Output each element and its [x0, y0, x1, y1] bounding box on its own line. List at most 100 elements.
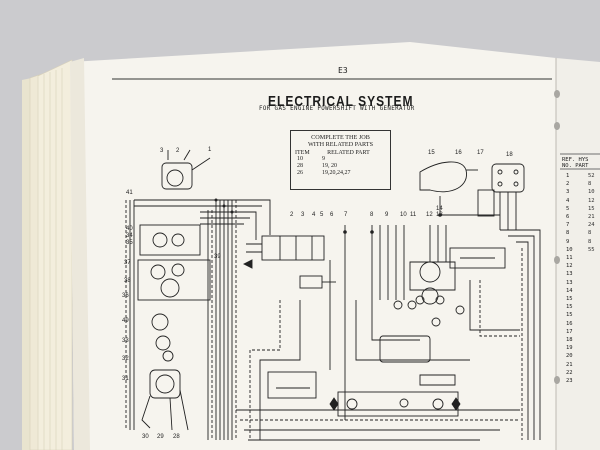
- ref-part-fragment: 52: [588, 173, 595, 179]
- ref-number: 18: [566, 337, 573, 344]
- ref-part-fragment: [588, 336, 595, 344]
- ref-part-fragment: [588, 328, 595, 336]
- ref-number: 13: [566, 271, 573, 278]
- ref-part-fragment: [588, 344, 595, 352]
- ref-part-fragment: 8: [588, 181, 592, 188]
- callout-18: 18: [506, 152, 513, 158]
- ref-part-fragment: 24: [588, 222, 595, 229]
- ref-number: 14: [566, 287, 573, 294]
- ref-part-fragment: 12: [588, 197, 595, 204]
- ref-part-fragment: 8: [588, 230, 592, 237]
- ref-part-fragment: 10: [588, 189, 595, 196]
- ref-number: 9: [566, 238, 570, 245]
- ref-part-fragment: [588, 361, 595, 369]
- ref-number: 21: [566, 361, 573, 368]
- callout-13: 13: [436, 212, 443, 218]
- callout-3b: 3: [301, 212, 305, 218]
- callout-6: 6: [330, 212, 334, 218]
- callout-41: 41: [126, 190, 133, 196]
- ref-number: 19: [566, 345, 573, 352]
- callout-2b: 2: [290, 212, 294, 218]
- ref-number: 2: [566, 181, 570, 188]
- related-parts-heading-line1: COMPLETE THE JOB: [311, 134, 370, 141]
- ref-number: 16: [566, 320, 573, 327]
- callout-14: 14: [436, 206, 443, 212]
- related-parts-box: COMPLETE THE JOB WITH RELATED PARTS ITEM…: [290, 130, 391, 190]
- callout-10: 10: [400, 212, 407, 218]
- ref-part-fragment: [588, 270, 595, 278]
- ref-part-fragment: [588, 369, 595, 377]
- ref-number: 20: [566, 353, 573, 360]
- ref-part-fragment: [588, 311, 595, 319]
- ref-part-fragment: 55: [588, 246, 595, 253]
- column-item: ITEM: [295, 150, 310, 156]
- ref-header-line2: NO. PART: [562, 163, 589, 169]
- page-number: E3: [338, 66, 348, 75]
- ref-part-fragment: [588, 254, 595, 262]
- callout-9: 9: [385, 212, 389, 218]
- callout-1: 1: [208, 147, 212, 153]
- item-cell: 28: [297, 163, 303, 169]
- callout-4: 4: [312, 212, 316, 218]
- column-related-part: RELATED PART: [327, 150, 370, 156]
- ref-number: 11: [566, 255, 573, 262]
- callout-2: 2: [176, 148, 180, 154]
- ref-number: 6: [566, 214, 570, 221]
- callout-49: 49: [122, 318, 129, 324]
- ref-part-fragment: 8: [588, 238, 592, 245]
- ref-number: 3: [566, 189, 570, 196]
- callout-35: 35: [126, 240, 133, 246]
- related-parts-heading-line2: WITH RELATED PARTS: [307, 141, 374, 148]
- ref-number: 23: [566, 378, 573, 385]
- ref-number: 4: [566, 197, 570, 204]
- callout-38: 38: [124, 278, 131, 284]
- callout-5: 5: [320, 212, 324, 218]
- ref-number: 12: [566, 263, 573, 270]
- callout-29: 29: [157, 434, 164, 440]
- ref-table-header: REF. HYS NO. PART: [562, 157, 589, 169]
- ref-part-fragment: 15: [588, 205, 595, 212]
- ref-part-fragment: [588, 295, 595, 303]
- callout-40: 40: [126, 226, 133, 232]
- callout-34: 34: [126, 233, 133, 239]
- related-parts-column-headers: ITEM RELATED PART: [295, 150, 370, 156]
- ref-part-fragment: [588, 320, 595, 328]
- callout-12: 12: [426, 212, 433, 218]
- callout-3: 3: [160, 148, 164, 154]
- callout-36: 36: [122, 293, 129, 299]
- ref-number: 1: [566, 173, 570, 179]
- callout-32: 32: [122, 356, 129, 362]
- callout-37: 37: [124, 260, 131, 266]
- callout-31: 31: [122, 376, 129, 382]
- ref-number: 15: [566, 296, 573, 303]
- page-subtitle: FOR GAS ENGINE POWERSHIFT WITH GENERATOR: [259, 106, 415, 112]
- ref-number: 22: [566, 369, 573, 376]
- ref-number: 7: [566, 222, 570, 229]
- ref-number: 15: [566, 312, 573, 319]
- ref-part-fragment: 21: [588, 214, 595, 221]
- ref-part-fragment: [588, 262, 595, 270]
- callout-8: 8: [370, 212, 374, 218]
- ref-header-line1: REF. HYS: [562, 157, 589, 163]
- ref-part-fragment: [588, 377, 595, 385]
- item-cell: 26: [297, 170, 303, 176]
- callout-15: 15: [428, 150, 435, 156]
- ref-number: 5: [566, 205, 570, 212]
- table-row: 26 19,20,24,27: [297, 170, 356, 177]
- ref-part-fragment: [588, 287, 595, 295]
- callout-39: 39: [214, 254, 221, 260]
- ref-number: 15: [566, 304, 573, 311]
- callout-7: 7: [344, 212, 348, 218]
- callout-28: 28: [173, 434, 180, 440]
- callout-17: 17: [477, 150, 484, 156]
- related-cell: 19,20,24,27: [322, 170, 351, 176]
- callout-11: 11: [410, 212, 417, 218]
- page-title: ELECTRICAL SYSTEM: [268, 92, 414, 110]
